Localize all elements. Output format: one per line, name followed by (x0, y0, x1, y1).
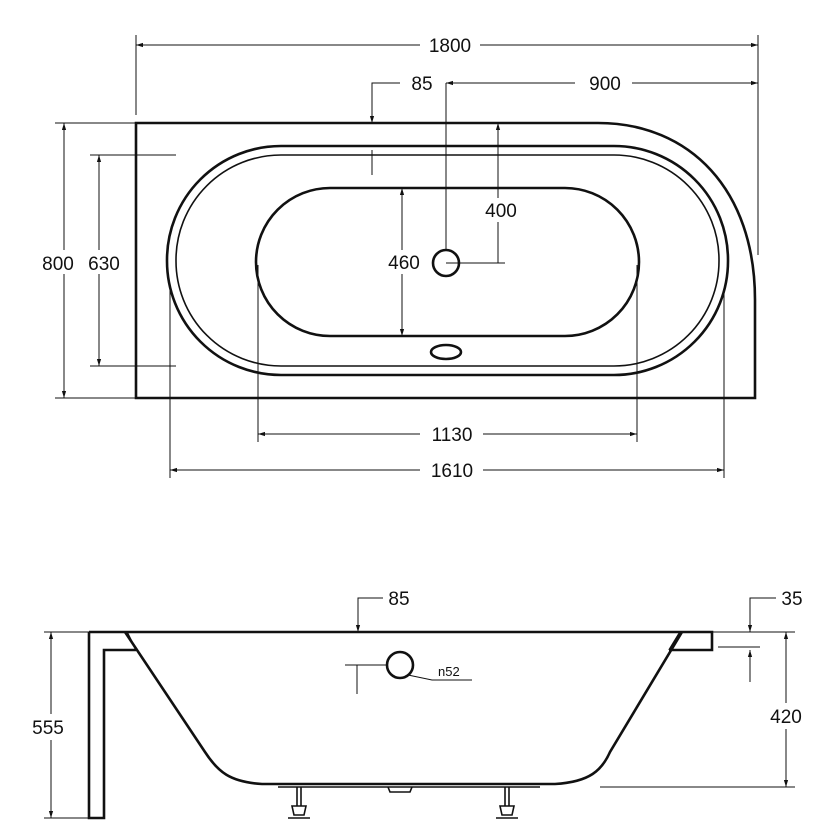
foot-right (496, 787, 518, 819)
dim-inner-length: 1130 (432, 425, 473, 446)
tub-outline-top (134, 121, 757, 400)
side-view: n52 85 35 420 555 (24, 589, 808, 820)
dim-side-drain-offset: 85 (388, 589, 409, 610)
dim-drain-offset: 85 (411, 74, 432, 95)
tub-body-side (123, 631, 684, 786)
dim-inner-width: 460 (388, 253, 420, 274)
rim-outer (165, 144, 730, 377)
dim-overflow-depth: 420 (770, 707, 802, 728)
tub-rim-side (89, 630, 714, 652)
dim-drain-center-to-edge: 400 (485, 201, 517, 222)
overflow-diameter-label: n52 (438, 664, 460, 679)
top-view: 1800 85 900 800 630 400 460 1130 (38, 35, 759, 482)
dim-rim-length: 1610 (431, 461, 473, 482)
rim-inner (175, 154, 720, 367)
overflow-ellipse (429, 343, 463, 361)
basin-outline (254, 186, 641, 338)
dim-total-height: 555 (32, 718, 64, 739)
dim-apron-offset: 35 (781, 589, 802, 610)
dim-overall-length: 1800 (429, 36, 471, 57)
dim-overall-width: 800 (42, 254, 74, 275)
apron-panel (87, 632, 136, 820)
dim-rim-width: 630 (88, 254, 120, 275)
foot-left (288, 787, 310, 819)
dim-drain-to-end: 900 (589, 74, 621, 95)
overflow-hole-side (385, 650, 415, 680)
